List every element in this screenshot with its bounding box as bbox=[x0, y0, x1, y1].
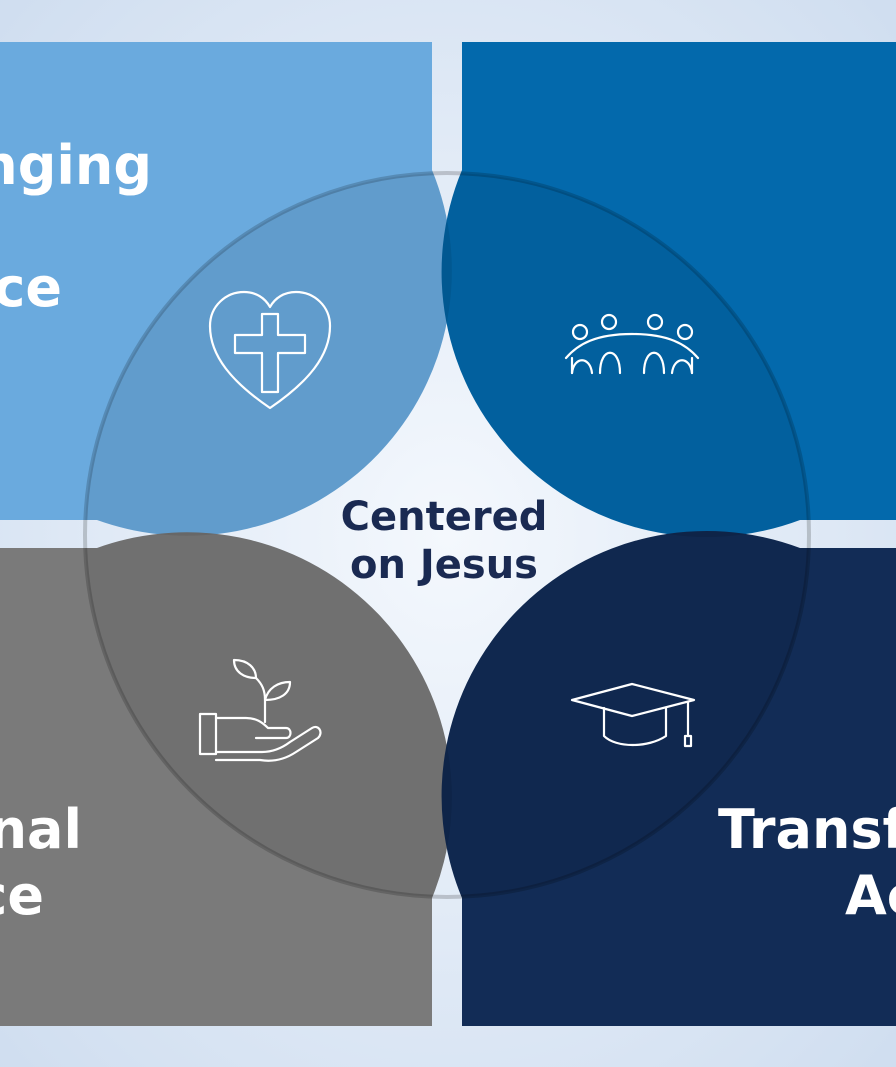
top-left-label-line2: ce bbox=[0, 256, 62, 319]
center-ring-outline bbox=[83, 171, 811, 899]
graduation-cap-icon bbox=[570, 682, 696, 748]
hand-plant-icon bbox=[198, 658, 322, 762]
quadrant-bottom-left bbox=[0, 532, 452, 1026]
bottom-right-label-line2: Ac bbox=[845, 864, 896, 927]
quadrant-top-right bbox=[441, 42, 896, 538]
heart-cross-icon bbox=[208, 290, 332, 410]
center-title-line2: on Jesus bbox=[350, 542, 538, 588]
bottom-right-label-line1: Transf bbox=[718, 798, 896, 861]
quadrant-top-left bbox=[0, 42, 452, 536]
center-title-line1: Centered bbox=[341, 494, 548, 540]
quadrant-bottom-right bbox=[441, 530, 896, 1026]
community-people-icon bbox=[564, 313, 700, 375]
top-left-label-line1: nging bbox=[0, 134, 152, 197]
bottom-left-label-line2: ce bbox=[0, 864, 44, 927]
ring-shade bbox=[85, 173, 809, 897]
bottom-left-label-line1: nal bbox=[0, 798, 82, 861]
